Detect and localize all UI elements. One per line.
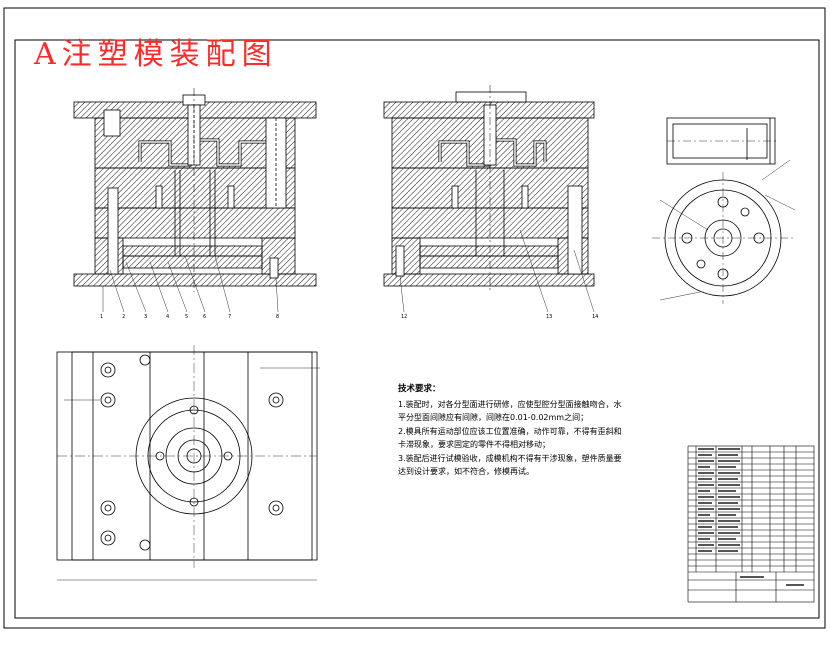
balloon-label: 2 (122, 314, 125, 320)
note-item: 1.装配时，对各分型面进行研修，应使型腔分型面接触吻合，水平分型面间隙应有间隙，… (398, 399, 622, 423)
balloon-label: 3 (144, 314, 147, 320)
balloon-label: 12 (401, 314, 407, 320)
bom-cell-fill (698, 448, 804, 586)
balloon-label: 4 (166, 314, 169, 320)
part-top-view-detail (652, 159, 796, 304)
main-section-view (73, 88, 317, 313)
drawing-title: A注塑模装配图 (34, 37, 278, 72)
section-balloons: 12 13 14 (401, 314, 598, 320)
balloon-label: 6 (203, 314, 206, 320)
part-section-detail (666, 117, 778, 165)
notes-heading: 技术要求： (398, 384, 441, 394)
plan-view (56, 345, 320, 581)
technical-requirements: 技术要求： 1.装配时，对各分型面进行研修，应使型腔分型面接触吻合，水平分型面间… (398, 383, 628, 479)
balloon-label: 14 (592, 314, 598, 320)
main-balloons: 1 2 3 4 5 6 7 8 (100, 314, 279, 320)
balloon-label: 13 (546, 314, 552, 320)
outer-frame (3, 7, 826, 629)
balloon-label: 5 (185, 314, 188, 320)
note-item: 3.装配后进行试模验收，成模机构不得有干涉现象，塑件质量要达到设计要求，如不符合… (398, 453, 622, 477)
balloon-label: 8 (276, 314, 279, 320)
note-item: 2.模具所有运动部位应该工位置准确，动作可靠，不得有歪斜和卡滞现象，要求固定的零… (398, 426, 622, 450)
balloon-label: 7 (228, 314, 231, 320)
inner-frame (14, 39, 820, 619)
secondary-section-view (383, 85, 595, 313)
balloon-label: 1 (100, 314, 103, 320)
bom-table (687, 445, 815, 603)
